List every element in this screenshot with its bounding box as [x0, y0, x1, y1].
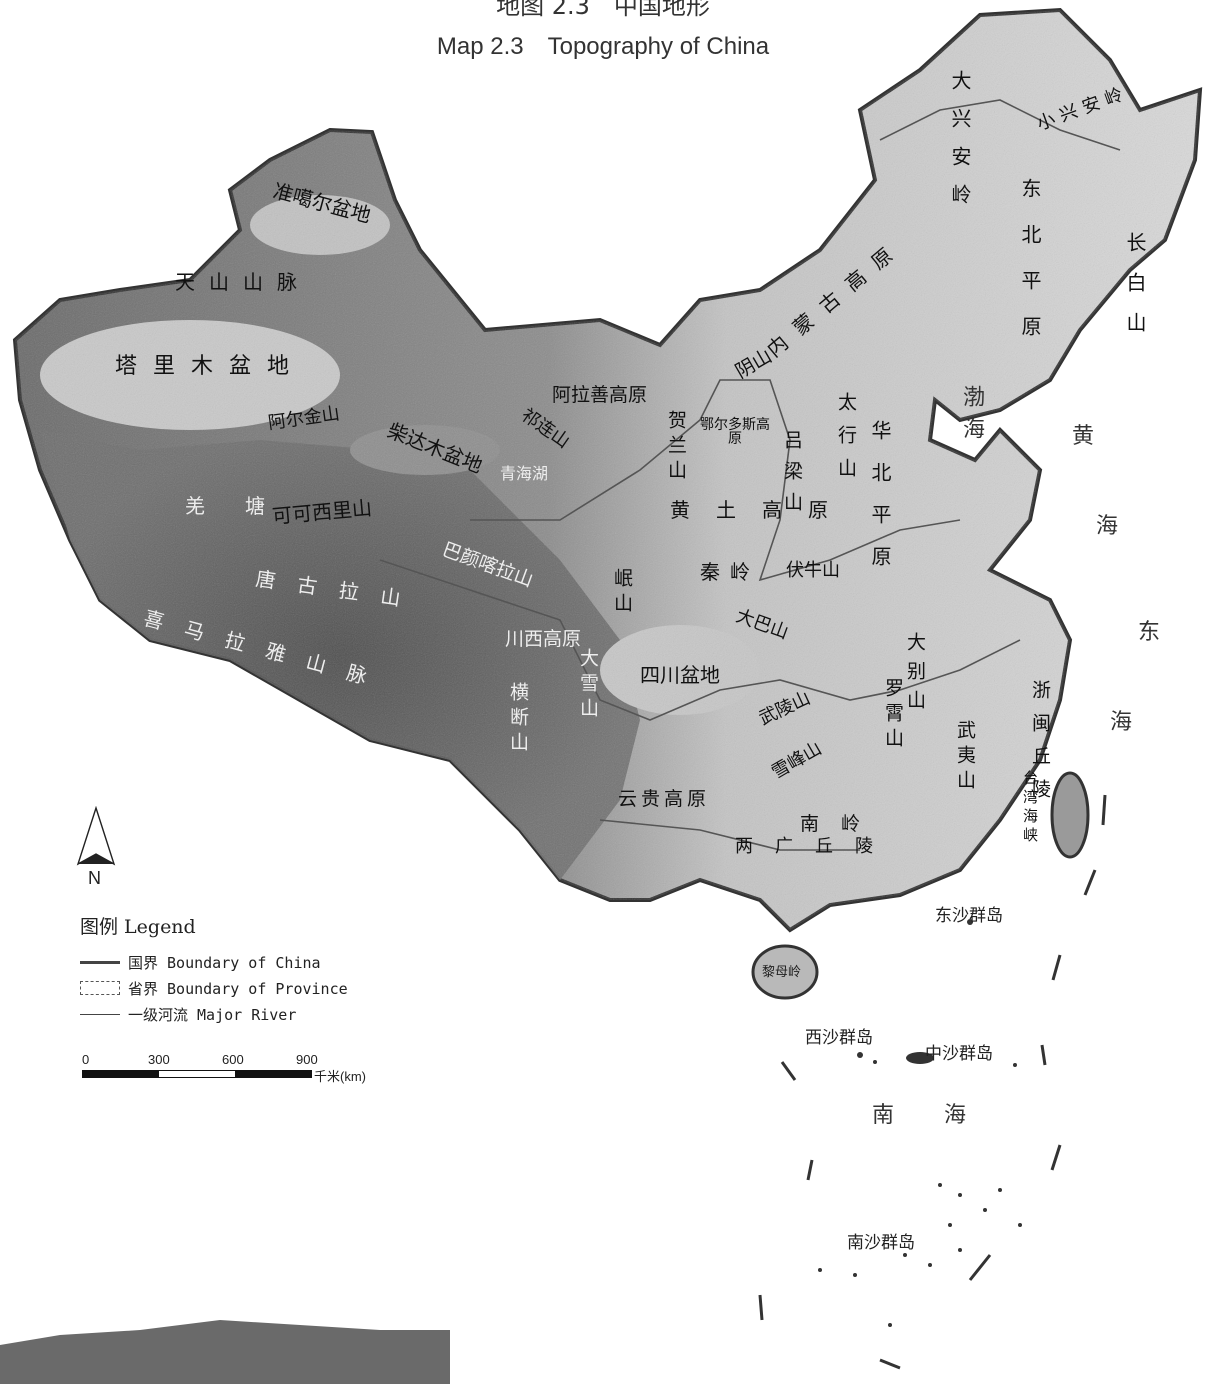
- north-label: N: [88, 868, 101, 888]
- label-limu-ling: 黎母岭: [762, 965, 802, 980]
- label-yungui-plateau: 云贵高原: [618, 788, 711, 810]
- label-daxue-shan: 大雪山: [577, 648, 599, 723]
- island-nansha: 南沙群岛: [847, 1233, 915, 1253]
- legend-label: 国界 Boundary of China: [128, 953, 321, 972]
- label-luliang-shan: 吕梁山: [781, 430, 803, 523]
- label-west-sichuan-plateau: 川西高原: [505, 628, 582, 650]
- label-taihang-shan: 太行山: [835, 392, 857, 491]
- island-zhongsha: 中沙群岛: [925, 1044, 993, 1064]
- sea-south: 南 海: [872, 1103, 981, 1128]
- label-northeast-plain: 东北平原: [1018, 178, 1042, 362]
- scale-tick: 0: [82, 1052, 90, 1067]
- label-changbai-shan: 长白山: [1123, 232, 1147, 352]
- south-china-sea-dash-line: [758, 794, 1107, 1370]
- north-arrow-icon: [76, 806, 116, 866]
- legend-title: 图例 Legend: [80, 916, 196, 938]
- yellow-river: [470, 379, 961, 582]
- label-liangguang-hills: 两广丘陵: [735, 836, 895, 857]
- label-qinghai-lake: 青海湖: [500, 464, 549, 483]
- label-taiwan-strait: 台湾海峡: [1021, 770, 1039, 846]
- major-rivers: [379, 99, 1121, 851]
- amur-river: [879, 99, 1121, 151]
- label-greater-khingan: 大兴安岭: [948, 70, 972, 222]
- label-qinling: 秦岭: [700, 560, 760, 584]
- island-dongsha: 东沙群岛: [935, 906, 1003, 926]
- label-nanling: 南岭: [800, 813, 883, 835]
- scale-tick: 600: [222, 1052, 244, 1067]
- label-min-shan: 岷山: [611, 568, 633, 618]
- label-sichuan-basin: 四川盆地: [640, 663, 720, 687]
- label-tarim-basin: 塔里木盆地: [115, 354, 306, 379]
- legend-label: 一级河流 Major River: [128, 1005, 297, 1024]
- sea-yellow-1: 黄: [1072, 424, 1095, 449]
- sea-bohai: 渤海: [959, 385, 984, 449]
- national-boundary-icon: [80, 960, 120, 964]
- label-helan-shan: 贺兰山: [665, 410, 687, 485]
- label-tianshan: 天山山脉: [175, 270, 311, 294]
- taiwan-island: [1050, 771, 1090, 859]
- yangtze-river: [379, 559, 1021, 721]
- sea-yellow-2: 海: [1096, 514, 1119, 539]
- label-dabie-shan: 大别山: [904, 632, 926, 719]
- province-boundary-icon: [80, 981, 120, 995]
- inset-relief-corner: [0, 1320, 450, 1384]
- legend-row-national-boundary: 国界 Boundary of China: [80, 949, 348, 975]
- scale-tick: 300: [148, 1052, 170, 1067]
- map-title-english: Map 2.3 Topography of China: [436, 33, 770, 60]
- hainan-island: [751, 944, 819, 1000]
- island-dots: [818, 919, 1022, 1327]
- label-hengduan: 横断山: [507, 682, 529, 757]
- pearl-river: [599, 819, 860, 851]
- label-wuyi-shan: 武夷山: [954, 720, 976, 795]
- legend-label: 省界 Boundary of Province: [128, 979, 348, 998]
- scale-tick: 900: [296, 1052, 318, 1067]
- label-qiangtang: 羌塘: [185, 494, 305, 518]
- label-ordos-plateau: 鄂尔多斯高原: [700, 417, 770, 447]
- island-xisha: 西沙群岛: [805, 1028, 873, 1048]
- sea-east-1: 东: [1138, 620, 1161, 645]
- label-north-china-plain: 华北平原: [868, 420, 892, 588]
- legend: 图例 Legend 国界 Boundary of China 省界 Bounda…: [80, 912, 348, 1027]
- label-zhemin-hills: 浙闽丘陵: [1029, 680, 1051, 812]
- label-loess-plateau: 黄土高原: [670, 498, 854, 522]
- scale-bar-graphic: [82, 1070, 312, 1078]
- sea-east-2: 海: [1110, 710, 1133, 735]
- legend-row-river: 一级河流 Major River: [80, 1001, 348, 1027]
- label-funiu-shan: 伏牛山: [786, 560, 840, 581]
- scale-unit: 千米(km): [314, 1069, 366, 1084]
- label-luoxiao-shan: 罗霄山: [882, 678, 904, 753]
- relief-texture: [15, 10, 1200, 930]
- legend-row-province-boundary: 省界 Boundary of Province: [80, 975, 348, 1001]
- label-alxa-plateau: 阿拉善高原: [552, 384, 648, 406]
- river-icon: [80, 1013, 120, 1015]
- scale-bar: 0 300 600 900 千米(km): [82, 1052, 382, 1092]
- map-title-chinese: 地图 2.3 中国地形: [496, 0, 710, 20]
